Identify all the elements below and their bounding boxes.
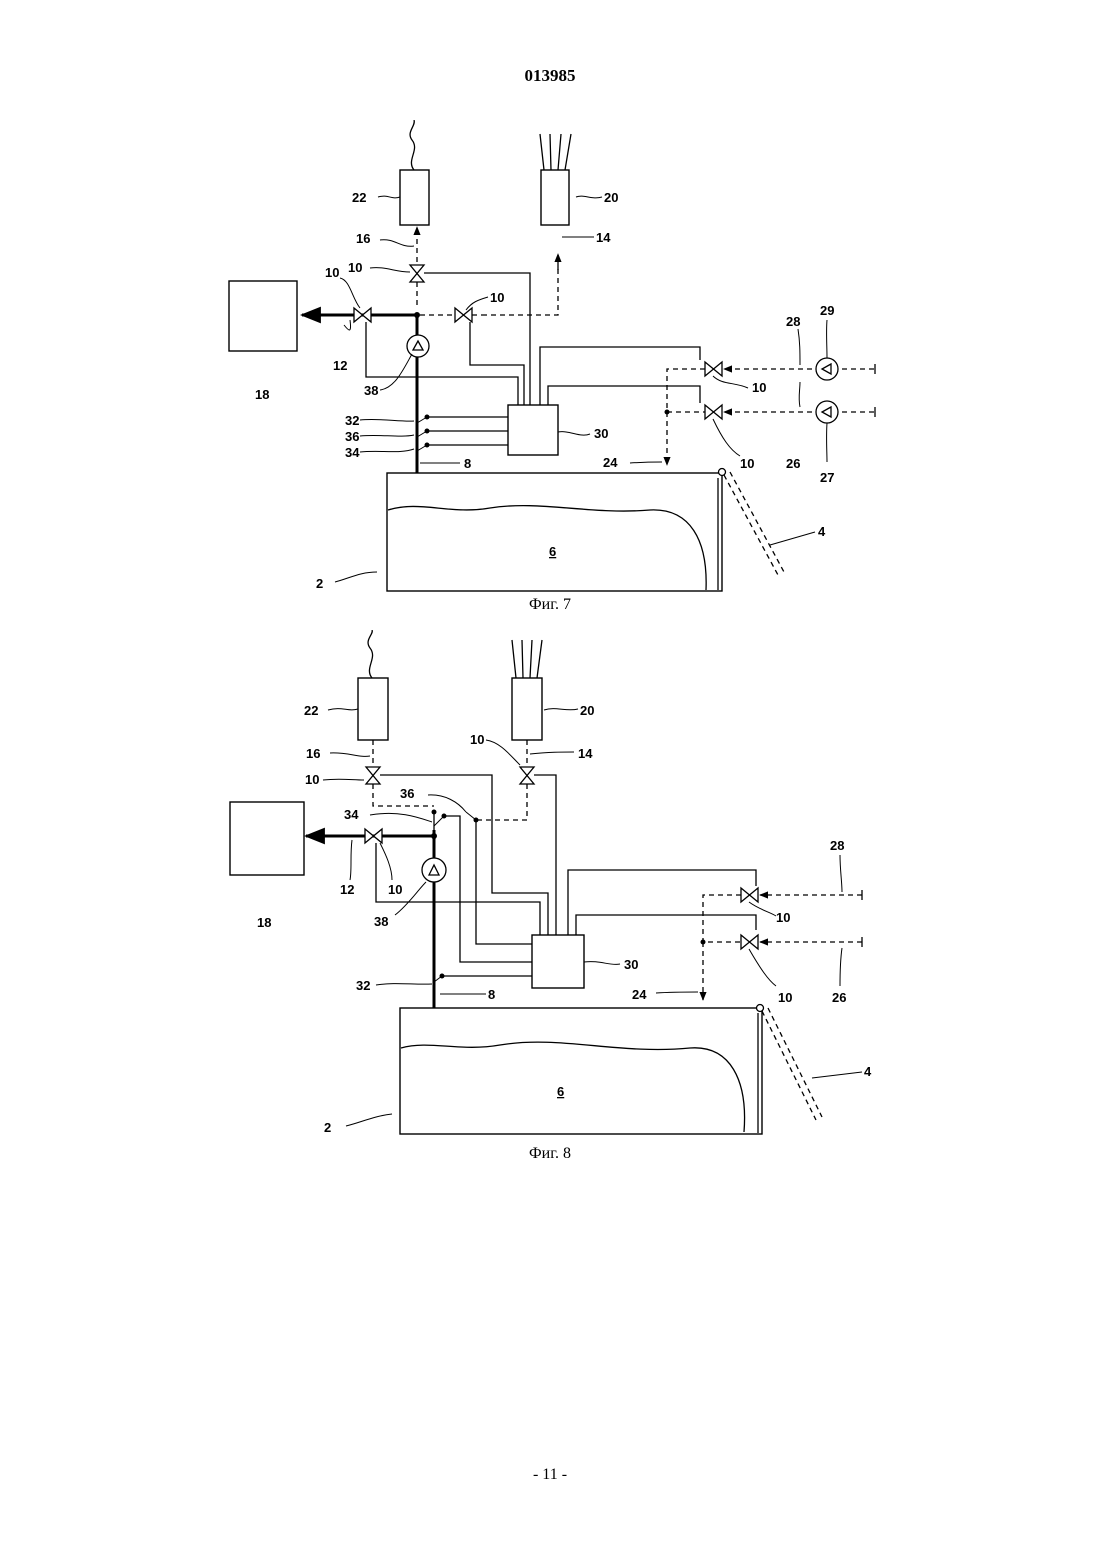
label-8: 8 xyxy=(464,456,471,471)
label-36: 36 xyxy=(400,786,414,801)
unit-20-box xyxy=(541,170,569,225)
label-12: 12 xyxy=(340,882,354,897)
spray-lines xyxy=(540,134,571,170)
label-29: 29 xyxy=(820,303,834,318)
valve-10-left-icon xyxy=(365,829,382,843)
label-28: 28 xyxy=(786,314,800,329)
label-6: 6 xyxy=(557,1084,564,1099)
pump-29-icon xyxy=(816,358,838,380)
label-30: 30 xyxy=(594,426,608,441)
label-36: 36 xyxy=(345,429,359,444)
label-18: 18 xyxy=(255,387,269,402)
pump-38-icon xyxy=(422,858,446,882)
valve-10-upper-inlet-icon xyxy=(705,362,722,376)
label-34: 34 xyxy=(344,807,359,822)
pump-38-icon xyxy=(407,335,429,357)
lid-4 xyxy=(762,1011,816,1120)
label-10-22: 10 xyxy=(305,772,319,787)
label-32: 32 xyxy=(345,413,359,428)
label-16: 16 xyxy=(306,746,320,761)
label-24: 24 xyxy=(603,455,618,470)
label-38: 38 xyxy=(364,383,378,398)
label-18: 18 xyxy=(257,915,271,930)
lid-hinge-icon xyxy=(719,469,726,476)
valve-10-20-icon xyxy=(520,767,534,784)
figure-7-caption: Фиг. 7 xyxy=(529,596,571,613)
line-14 xyxy=(482,255,558,315)
valve-10-top-icon xyxy=(410,265,424,282)
unit-18-box xyxy=(230,802,304,875)
figure-8-caption: Фиг. 8 xyxy=(529,1145,571,1162)
label-10-top: 10 xyxy=(348,260,362,275)
label-28: 28 xyxy=(830,838,844,853)
document-number: 013985 xyxy=(0,66,1100,86)
label-2: 2 xyxy=(324,1120,331,1135)
label-14: 14 xyxy=(596,230,611,245)
label-38: 38 xyxy=(374,914,388,929)
label-2: 2 xyxy=(316,576,323,591)
label-30: 30 xyxy=(624,957,638,972)
label-14: 14 xyxy=(578,746,593,761)
label-26: 26 xyxy=(832,990,846,1005)
unit-22-box xyxy=(358,678,388,740)
label-16: 16 xyxy=(356,231,370,246)
label-34: 34 xyxy=(345,445,360,460)
label-4: 4 xyxy=(818,524,826,539)
figure-7-diagram: 22 20 16 14 10 10 10 12 18 38 32 36 34 8… xyxy=(0,120,1100,620)
label-24: 24 xyxy=(632,987,647,1002)
pump-27-icon xyxy=(816,401,838,423)
valve-10-right-icon xyxy=(455,308,472,322)
valve-10-left-icon xyxy=(354,308,371,322)
label-10-inlet-upper: 10 xyxy=(776,910,790,925)
label-10-inlet-lower: 10 xyxy=(740,456,754,471)
label-22: 22 xyxy=(352,190,366,205)
label-6: 6 xyxy=(549,544,556,559)
controller-30-box xyxy=(508,405,558,455)
label-20: 20 xyxy=(604,190,618,205)
label-20: 20 xyxy=(580,703,594,718)
valve-10-lower-inlet-icon xyxy=(705,405,722,419)
unit-22-box xyxy=(400,170,429,225)
page-number: - 11 - xyxy=(0,1466,1100,1484)
label-10-left: 10 xyxy=(388,882,402,897)
label-4: 4 xyxy=(864,1064,872,1079)
valve-10-22-icon xyxy=(366,767,380,784)
label-22: 22 xyxy=(304,703,318,718)
smoke-plume xyxy=(410,120,415,170)
valve-10-lower-inlet-icon xyxy=(741,935,758,949)
label-26: 26 xyxy=(786,456,800,471)
figure-8-diagram: 22 20 16 10 14 10 36 34 10 12 18 38 32 8… xyxy=(0,630,1100,1170)
lid-4 xyxy=(724,475,778,575)
unit-18-box xyxy=(229,281,297,351)
tank-2-box xyxy=(387,473,722,591)
label-27: 27 xyxy=(820,470,834,485)
label-8: 8 xyxy=(488,987,495,1002)
label-32: 32 xyxy=(356,978,370,993)
valve-10-upper-inlet-icon xyxy=(741,888,758,902)
label-12: 12 xyxy=(333,358,347,373)
controller-30-box xyxy=(532,935,584,988)
tank-2-box xyxy=(400,1008,762,1134)
label-10-left: 10 xyxy=(325,265,339,280)
label-10-20: 10 xyxy=(470,732,484,747)
unit-20-box xyxy=(512,678,542,740)
label-10-right: 10 xyxy=(490,290,504,305)
label-10-inlet-lower: 10 xyxy=(778,990,792,1005)
label-10-inlet-upper: 10 xyxy=(752,380,766,395)
